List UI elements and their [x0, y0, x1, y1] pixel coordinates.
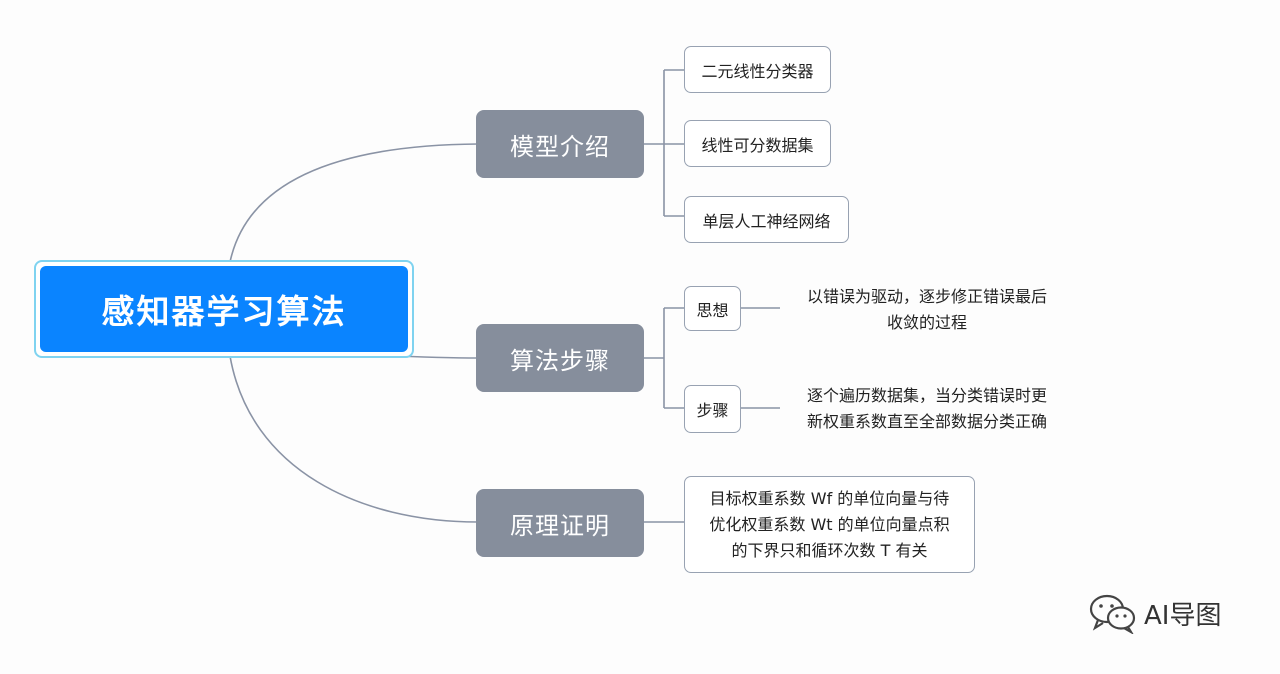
- proof-line-2: 优化权重系数 Wt 的单位向量点积: [709, 514, 950, 534]
- root-node[interactable]: 感知器学习算法: [34, 260, 414, 358]
- leaf-steps[interactable]: 步骤: [684, 385, 741, 433]
- note-steps: 逐个遍历数据集，当分类错误时更 新权重系数直至全部数据分类正确: [782, 383, 1072, 435]
- leaf-single-layer-neural-network[interactable]: 单层人工神经网络: [684, 196, 849, 243]
- leaf-binary-linear-classifier[interactable]: 二元线性分类器: [684, 46, 831, 93]
- connector-root-proof: [229, 355, 479, 523]
- connector-algorithm-children: [643, 307, 684, 409]
- watermark-text: AI导图: [1144, 600, 1222, 631]
- watermark: AI导图: [1088, 592, 1221, 634]
- note-idea: 以错误为驱动，逐步修正错误最后 收敛的过程: [782, 284, 1072, 336]
- proof-line-1: 目标权重系数 Wf 的单位向量与待: [709, 488, 950, 508]
- proof-line-3: 的下界只和循环次数 T 有关: [731, 540, 928, 560]
- leaf-idea[interactable]: 思想: [684, 286, 741, 331]
- note-steps-line-2: 新权重系数直至全部数据分类正确: [806, 412, 1047, 431]
- note-steps-line-1: 逐个遍历数据集，当分类错误时更: [806, 386, 1047, 405]
- leaf-linearly-separable-dataset[interactable]: 线性可分数据集: [684, 120, 831, 167]
- branch-algorithm-steps[interactable]: 算法步骤: [476, 324, 644, 392]
- connector-model-children: [643, 69, 684, 217]
- note-idea-line-1: 以错误为驱动，逐步修正错误最后: [806, 287, 1047, 306]
- wechat-icon: [1089, 594, 1136, 634]
- leaf-proof-statement[interactable]: 目标权重系数 Wf 的单位向量与待 优化权重系数 Wt 的单位向量点积 的下界只…: [684, 476, 975, 573]
- connector-root-model: [229, 143, 479, 263]
- root-label: 感知器学习算法: [40, 266, 408, 352]
- note-idea-line-2: 收敛的过程: [886, 313, 967, 332]
- branch-principle-proof[interactable]: 原理证明: [476, 489, 644, 557]
- branch-model-intro[interactable]: 模型介绍: [476, 110, 644, 178]
